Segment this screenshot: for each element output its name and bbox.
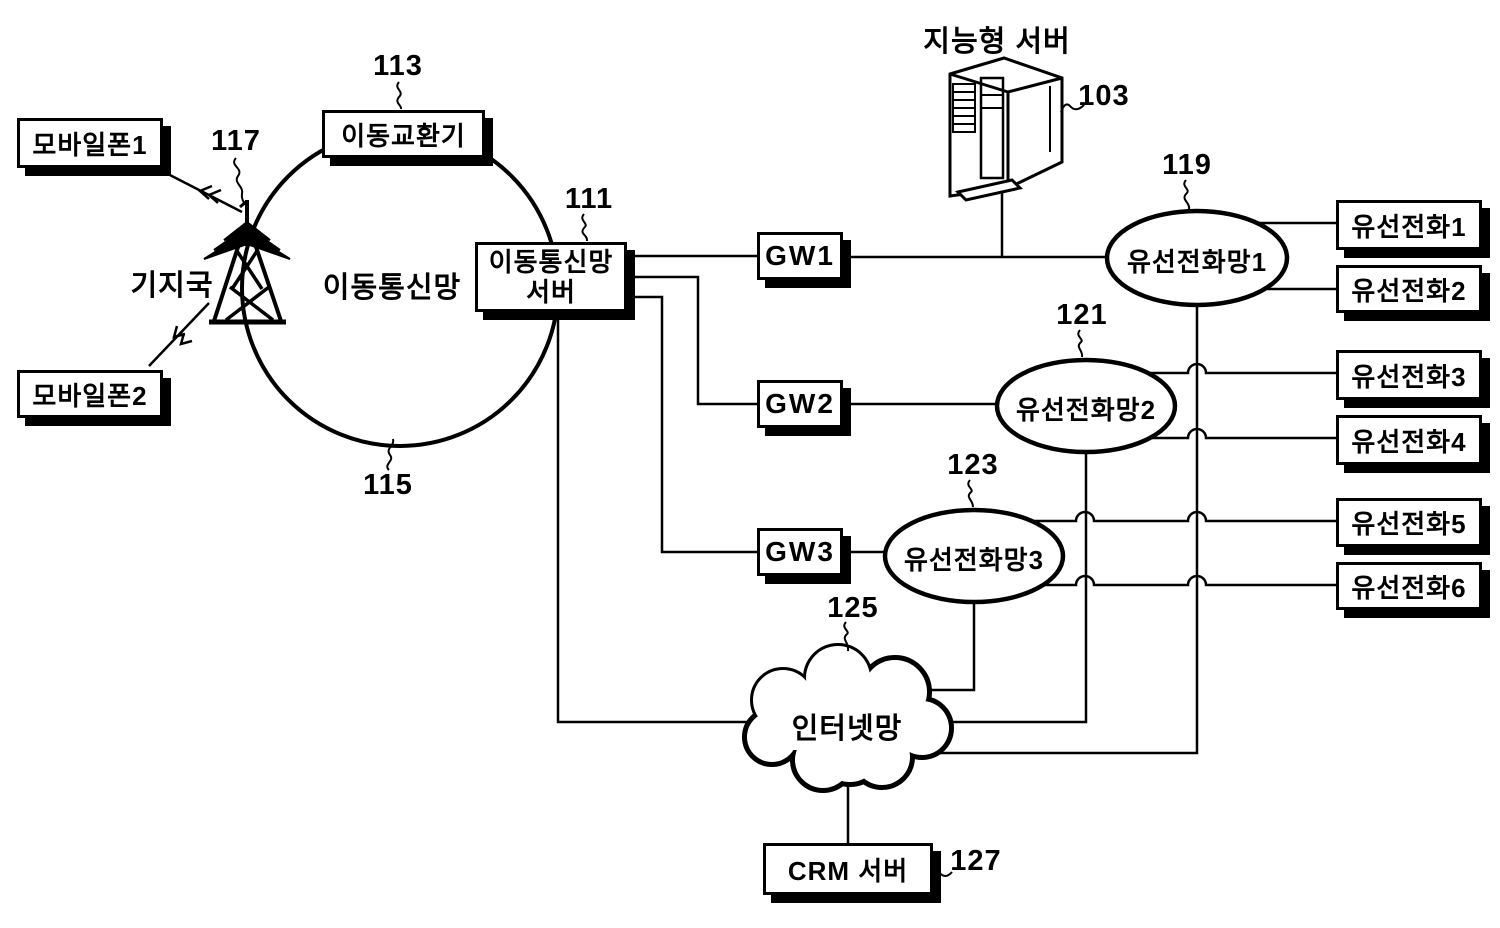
wired-phone4-label: 유선전화4 [1351,426,1467,457]
wireless-link-phone1-icon [165,171,243,214]
mobile-switch-label: 이동교환기 [341,120,466,151]
mobile-network-server-label-line1: 이동통신망 [488,247,614,277]
line-pstn2-phone3 [1110,362,1336,375]
wired-phone1-label: 유선전화1 [1351,211,1467,242]
connection-lines [556,188,1336,843]
gw3-label: GW3 [765,536,835,567]
ref-111: 111 [564,183,614,215]
wireless-link-phone2-icon [148,302,210,367]
line-server-gw2 [624,275,757,406]
node-mobile-phone1: 모바일폰1 [17,118,163,168]
node-gw2: GW2 [757,380,843,428]
node-mobile-phone2: 모바일폰2 [17,370,163,418]
leader-121 [1077,329,1084,358]
reference-leader-lines [233,81,1191,877]
node-wired-phone2: 유선전화2 [1336,265,1482,313]
pstn3-label: 유선전화망3 [903,545,1045,575]
line-pstn2-internet [900,445,1088,724]
wired-phone6-label: 유선전화6 [1351,572,1467,603]
node-wired-phone4: 유선전화4 [1336,415,1482,465]
ref-119: 119 [1162,149,1212,181]
pstn3-ellipse [882,507,1066,605]
base-station-label: 기지국 [130,270,214,302]
ref-125: 125 [827,592,879,624]
node-mobile-switch: 이동교환기 [322,110,485,158]
internet-label: 인터넷망 [791,713,903,745]
wired-phone5-label: 유선전화5 [1351,509,1467,539]
line-pstn1-internet [920,295,1199,755]
pstn2-label: 유선전화망2 [1015,395,1157,425]
gw2-label: GW2 [765,388,835,419]
leader-125 [843,621,850,652]
line-server-gw3 [624,295,757,554]
ref-103: 103 [1078,80,1130,112]
leader-113 [396,81,403,110]
node-wired-phone6: 유선전화6 [1336,562,1482,610]
line-pstn3-phone6 [1005,574,1336,587]
ref-123: 123 [947,449,999,481]
node-mobile-network-server: 이동통신망 서버 [475,242,627,312]
pstn1-label: 유선전화망1 [1126,247,1268,277]
mobile-network-label: 이동통신망 [322,272,462,304]
pstn1-ellipse [1104,208,1290,308]
node-crm-server: CRM 서버 [763,843,933,895]
mobile-phone1-label: 모바일폰1 [32,129,148,160]
line-pstn3-internet [925,595,976,692]
wired-phone2-label: 유선전화2 [1351,275,1467,306]
line-pstn2-phone4 [1110,427,1336,440]
leader-119 [1183,179,1191,210]
mobile-phone2-label: 모바일폰2 [32,380,148,411]
cloud-fill [747,646,949,788]
mobile-network-server-label-line2: 서버 [526,277,576,307]
leader-103 [1060,103,1085,113]
base-station-tower-icon [203,199,291,325]
node-gw3: GW3 [757,528,843,576]
line-server-internet [556,312,800,724]
leader-123 [967,479,974,508]
ref-121: 121 [1056,299,1108,331]
leader-111 [581,213,589,242]
node-wired-phone5: 유선전화5 [1336,498,1482,547]
wired-phone3-label: 유선전화3 [1351,361,1467,392]
ref-117: 117 [211,125,261,157]
ref-115: 115 [363,469,413,501]
gw1-label: GW1 [765,240,835,271]
leader-117 [233,157,246,206]
intelligent-server-label: 지능형 서버 [923,26,1071,58]
line-pstn3-phone5 [1005,510,1336,523]
ref-113: 113 [373,50,423,82]
leader-115 [386,438,395,471]
internet-cloud-shape [742,643,954,793]
node-wired-phone3: 유선전화3 [1336,350,1482,400]
crm-server-label: CRM 서버 [787,855,909,886]
intelligent-server-icon [948,56,1064,202]
node-gw1: GW1 [757,232,843,280]
pstn2-ellipse [994,357,1178,455]
ref-127: 127 [950,845,1002,877]
node-wired-phone1: 유선전화1 [1336,200,1482,250]
